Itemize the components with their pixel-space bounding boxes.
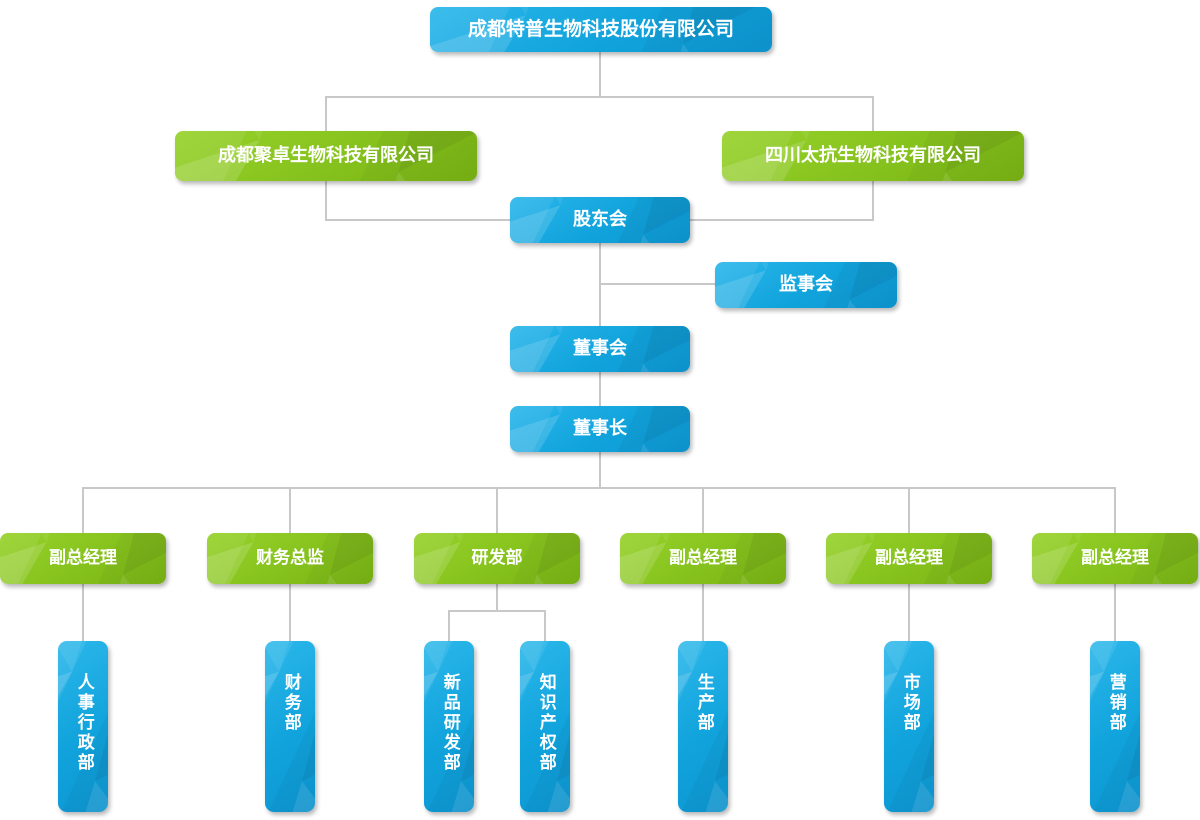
connector-line (599, 452, 601, 489)
node-vp-4[interactable]: 副总经理 (1032, 533, 1198, 584)
node-sales-dept-label: 营销部 (1105, 673, 1126, 733)
node-rnd-dept-label: 研发部 (471, 547, 523, 568)
node-cfo[interactable]: 财务总监 (207, 533, 373, 584)
connector-line (599, 283, 715, 285)
connector-line (1114, 584, 1116, 641)
connector-line (496, 487, 498, 533)
node-root-company[interactable]: 成都特普生物科技股份有限公司 (430, 7, 772, 52)
node-sales-dept[interactable]: 营销部 (1090, 641, 1140, 812)
node-finance-dept-label: 财务部 (280, 673, 301, 733)
node-vp-2-label: 副总经理 (669, 547, 737, 568)
connector-line (544, 610, 546, 641)
node-finance-dept[interactable]: 财务部 (265, 641, 315, 812)
connector-line (448, 610, 546, 612)
connector-line (908, 487, 910, 533)
node-shareholders-meeting[interactable]: 股东会 (510, 197, 690, 243)
connector-line (702, 487, 704, 533)
connector-line (496, 584, 498, 612)
connector-line (1114, 487, 1116, 533)
connector-line (325, 96, 874, 98)
connector-line (599, 52, 601, 97)
connector-line (448, 610, 450, 641)
connector-line (325, 181, 327, 221)
node-subsidiary-right-label: 四川太抗生物科技有限公司 (765, 144, 981, 166)
node-hr-admin-dept-label: 人事行政部 (73, 673, 94, 773)
node-supervisory-board[interactable]: 监事会 (715, 262, 897, 308)
node-subsidiary-right[interactable]: 四川太抗生物科技有限公司 (722, 131, 1024, 181)
connector-line (872, 181, 874, 221)
node-ip-dept[interactable]: 知识产权部 (520, 641, 570, 812)
connector-line (289, 487, 291, 533)
node-root-company-label: 成都特普生物科技股份有限公司 (467, 17, 734, 40)
node-shareholders-meeting-label: 股东会 (573, 208, 627, 230)
connector-line (702, 584, 704, 641)
node-vp-2[interactable]: 副总经理 (620, 533, 786, 584)
connector-line (289, 584, 291, 641)
node-board-of-directors[interactable]: 董事会 (510, 326, 690, 372)
node-production-dept-label: 生产部 (693, 673, 714, 733)
node-new-product-rnd-dept-label: 新品研发部 (439, 673, 460, 773)
node-subsidiary-left-label: 成都聚卓生物科技有限公司 (218, 144, 434, 166)
connector-line (872, 96, 874, 131)
connector-line (82, 487, 84, 533)
connector-line (83, 487, 1116, 489)
node-supervisory-board-label: 监事会 (779, 273, 833, 295)
node-vp-4-label: 副总经理 (1081, 547, 1149, 568)
connector-line (690, 219, 874, 221)
node-vp-3[interactable]: 副总经理 (826, 533, 992, 584)
node-rnd-dept[interactable]: 研发部 (414, 533, 580, 584)
node-market-dept[interactable]: 市场部 (884, 641, 934, 812)
node-production-dept[interactable]: 生产部 (678, 641, 728, 812)
node-vp-1-label: 副总经理 (49, 547, 117, 568)
node-cfo-label: 财务总监 (256, 547, 324, 568)
connector-line (908, 584, 910, 641)
node-hr-admin-dept[interactable]: 人事行政部 (58, 641, 108, 812)
node-market-dept-label: 市场部 (899, 673, 920, 733)
node-chairman-label: 董事长 (573, 417, 627, 439)
node-vp-1[interactable]: 副总经理 (0, 533, 166, 584)
connector-line (82, 584, 84, 641)
node-board-of-directors-label: 董事会 (573, 337, 627, 359)
node-ip-dept-label: 知识产权部 (535, 673, 556, 773)
connector-line (325, 219, 512, 221)
node-new-product-rnd-dept[interactable]: 新品研发部 (424, 641, 474, 812)
connector-line (325, 96, 327, 131)
node-subsidiary-left[interactable]: 成都聚卓生物科技有限公司 (175, 131, 477, 181)
node-chairman[interactable]: 董事长 (510, 406, 690, 452)
node-vp-3-label: 副总经理 (875, 547, 943, 568)
connector-line (599, 372, 601, 406)
